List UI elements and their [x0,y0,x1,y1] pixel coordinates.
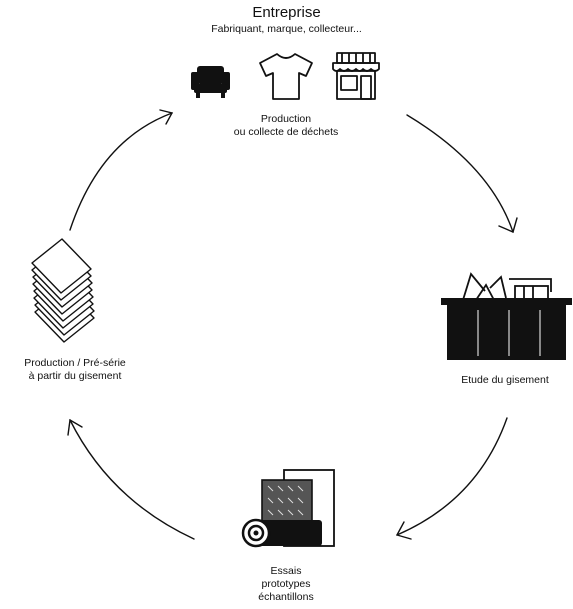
step-label-production-preserie: Production / Pré-série à partir du gisem… [0,357,150,383]
step-label-line: prototypes [261,578,311,591]
step-label-essais: Essais prototypes échantillons [236,565,336,604]
step-label-line: Essais [270,565,302,577]
step-label-line: Production [260,113,312,125]
step-label-line: à partir du gisement [28,370,122,383]
diagram-subtitle: Fabriquant, marque, collecteur... [211,23,362,35]
tshirt-icon [259,53,313,100]
step-label-line: ou collecte de déchets [233,126,339,139]
diagram-title: Entreprise [252,4,321,21]
waste-container-icon [441,272,572,360]
material-samples-icon [241,469,335,548]
step-label-line: Production / Pré-série [24,357,126,369]
cycle-arrow-left-top [69,109,174,231]
storefront-icon [332,52,380,100]
cycle-arrow-bottom-left [67,418,195,540]
step-label-line: échantillons [258,591,314,604]
step-label-etude-gisement: Etude du gisement [430,374,573,387]
sofa-icon [191,66,230,98]
cycle-arrow-right-bottom [395,417,508,540]
stacked-sheets-icon [31,238,95,343]
step-label-production-collecte: Production ou collecte de déchets [186,113,386,139]
step-label-line: Etude du gisement [461,374,549,386]
cycle-arrow-top-right [406,114,518,233]
